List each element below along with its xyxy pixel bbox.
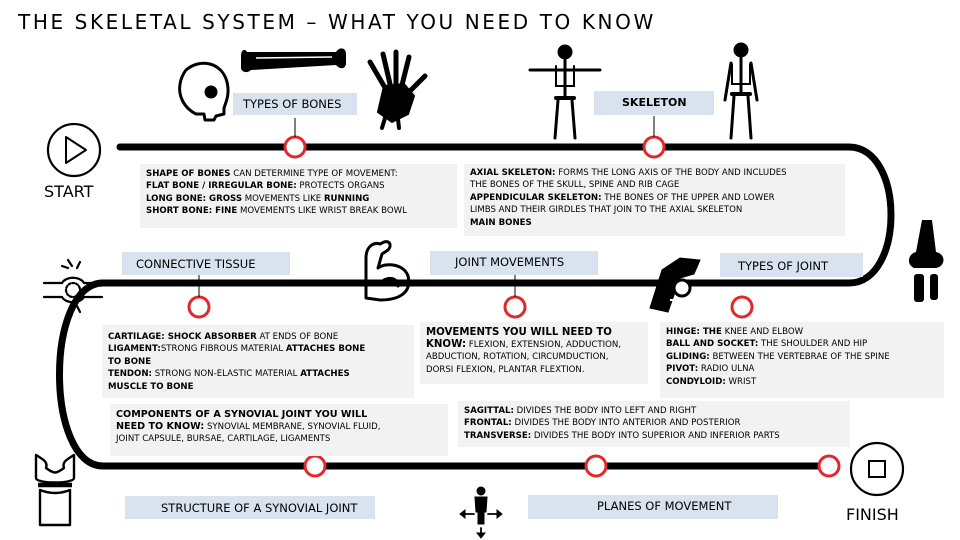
label-connective-tissue[interactable]: CONNECTIVE TISSUE xyxy=(122,252,290,275)
stop-icon[interactable] xyxy=(849,441,905,497)
skeleton-icon xyxy=(723,42,759,140)
node-types-of-bones[interactable] xyxy=(283,135,307,159)
label-skeleton[interactable]: SKELETON xyxy=(594,91,714,115)
hand-icon xyxy=(367,49,428,130)
note-skeleton: AXIAL SKELETON: FORMS THE LONG AXIS OF T… xyxy=(464,164,845,236)
person-arrows-icon xyxy=(459,486,503,539)
label-types-of-bones[interactable]: TYPES OF BONES xyxy=(233,93,357,115)
bone-icon xyxy=(240,48,346,73)
note-connective-tissue: CARTILAGE: SHOCK ABSORBER AT ENDS OF BON… xyxy=(102,325,414,398)
label-types-of-joint[interactable]: TYPES OF JOINT xyxy=(720,253,863,277)
note-types-of-joint: HINGE: THE KNEE AND ELBOW BALL AND SOCKE… xyxy=(660,322,944,398)
note-types-of-bones: SHAPE OF BONES CAN DETERMINE TYPE OF MOV… xyxy=(140,164,457,228)
node-structure-synovial[interactable] xyxy=(303,454,327,478)
skull-icon xyxy=(178,61,230,122)
play-icon[interactable] xyxy=(46,122,102,178)
shoulder-icon xyxy=(649,257,701,313)
label-joint-movements[interactable]: JOINT MOVEMENTS xyxy=(430,251,598,275)
note-planes-of-movement: SAGITTAL: DIVIDES THE BODY INTO LEFT AND… xyxy=(458,401,850,447)
label-structure-synovial[interactable]: STRUCTURE OF A SYNOVIAL JOINT xyxy=(125,496,375,519)
node-joint-movements[interactable] xyxy=(503,295,527,319)
finish-label: FINISH xyxy=(846,505,899,524)
synovial-joint-icon xyxy=(34,453,76,527)
note-joint-movements: MOVEMENTS YOU WILL NEED TO KNOW: FLEXION… xyxy=(420,322,648,384)
label-planes-of-movement[interactable]: PLANES OF MOVEMENT xyxy=(528,495,778,519)
node-connective-tissue[interactable] xyxy=(187,295,211,319)
knee-icon xyxy=(908,220,944,302)
node-skeleton[interactable] xyxy=(642,135,666,159)
page-title: THE SKELETAL SYSTEM – WHAT YOU NEED TO K… xyxy=(18,10,656,34)
flexed-arm-icon xyxy=(364,240,411,302)
node-types-of-joint[interactable] xyxy=(730,295,754,319)
node-planes-of-movement[interactable] xyxy=(584,454,608,478)
joint-pain-icon xyxy=(42,258,104,316)
node-finish[interactable] xyxy=(817,454,841,478)
start-label: START xyxy=(44,182,94,201)
skeleton-icon xyxy=(528,44,602,140)
note-synovial-joint: COMPONENTS OF A SYNOVIAL JOINT YOU WILL … xyxy=(110,404,448,456)
